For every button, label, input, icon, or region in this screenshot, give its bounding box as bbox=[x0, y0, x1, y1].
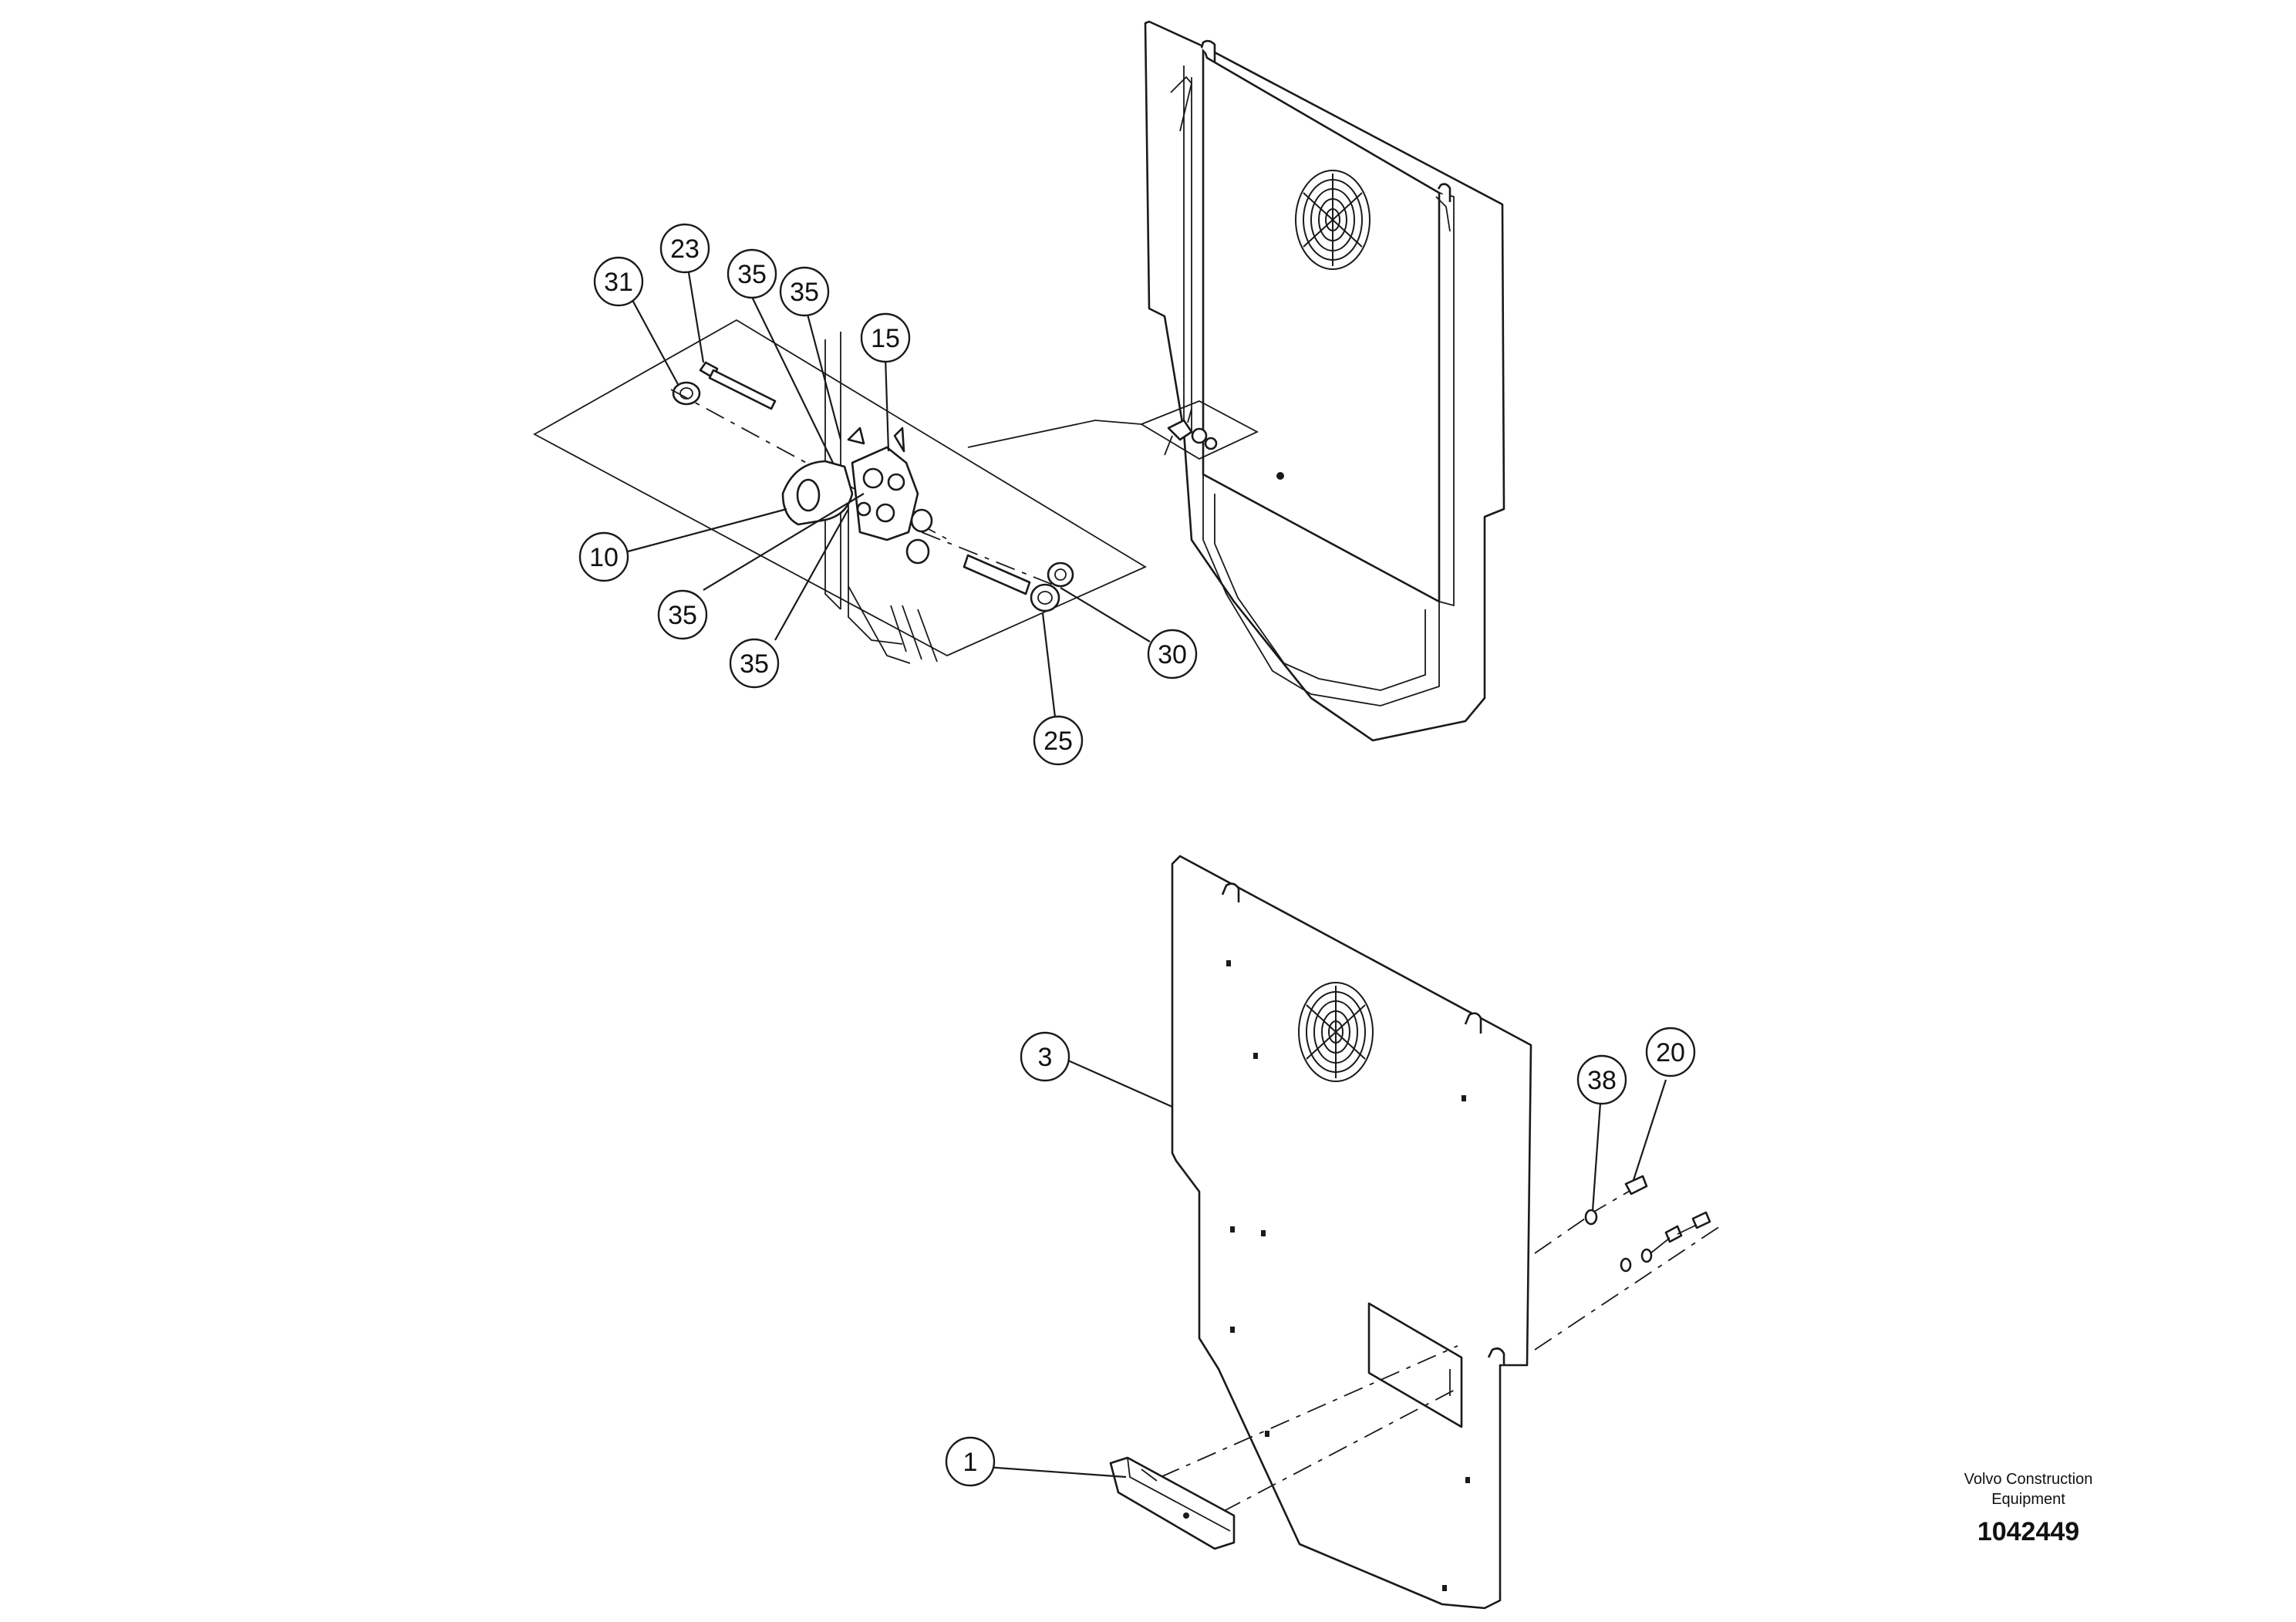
callout-38-label: 38 bbox=[1587, 1066, 1617, 1095]
callout-35-d-label: 35 bbox=[740, 649, 769, 679]
callout-20: 20 bbox=[1645, 1027, 1696, 1077]
callout-3-label: 3 bbox=[1038, 1043, 1053, 1072]
callout-30-label: 30 bbox=[1158, 640, 1187, 669]
callout-23-label: 23 bbox=[670, 234, 700, 264]
callout-10-label: 10 bbox=[589, 543, 619, 572]
callout-10: 10 bbox=[578, 531, 629, 582]
company-name-line-1: Volvo Construction bbox=[1964, 1471, 2093, 1488]
panel-part-3 bbox=[1160, 855, 1721, 1610]
handle-part-1 bbox=[1109, 1456, 1236, 1550]
callout-30: 30 bbox=[1147, 629, 1198, 679]
company-name-line-2: Equipment bbox=[1991, 1491, 2065, 1508]
callout-31: 31 bbox=[593, 256, 644, 307]
callout-35-c: 35 bbox=[657, 589, 708, 640]
callout-23: 23 bbox=[659, 223, 710, 274]
leader-lines bbox=[627, 258, 1667, 1479]
callout-25: 25 bbox=[1033, 715, 1084, 766]
door-assembly-overview bbox=[967, 20, 1505, 742]
callout-3: 3 bbox=[1020, 1031, 1070, 1082]
callout-25-label: 25 bbox=[1043, 727, 1073, 756]
latch-detail-view bbox=[533, 319, 1147, 664]
callout-1-label: 1 bbox=[963, 1448, 978, 1477]
callout-38: 38 bbox=[1576, 1054, 1627, 1105]
callout-35-d: 35 bbox=[729, 638, 780, 689]
callout-20-label: 20 bbox=[1656, 1038, 1685, 1067]
callout-35-b-label: 35 bbox=[790, 278, 819, 307]
drawing-number: 1042449 bbox=[1977, 1517, 2080, 1546]
callout-35-a: 35 bbox=[727, 248, 777, 299]
callout-15-label: 15 bbox=[871, 324, 900, 353]
callout-1: 1 bbox=[945, 1436, 996, 1487]
callout-35-c-label: 35 bbox=[668, 601, 697, 630]
callout-31-label: 31 bbox=[604, 268, 633, 297]
callout-35-b: 35 bbox=[779, 266, 830, 317]
callout-15: 15 bbox=[860, 312, 911, 363]
title-block: Volvo Construction Equipment 1042449 bbox=[1897, 1469, 2159, 1547]
callout-35-a-label: 35 bbox=[737, 260, 767, 289]
